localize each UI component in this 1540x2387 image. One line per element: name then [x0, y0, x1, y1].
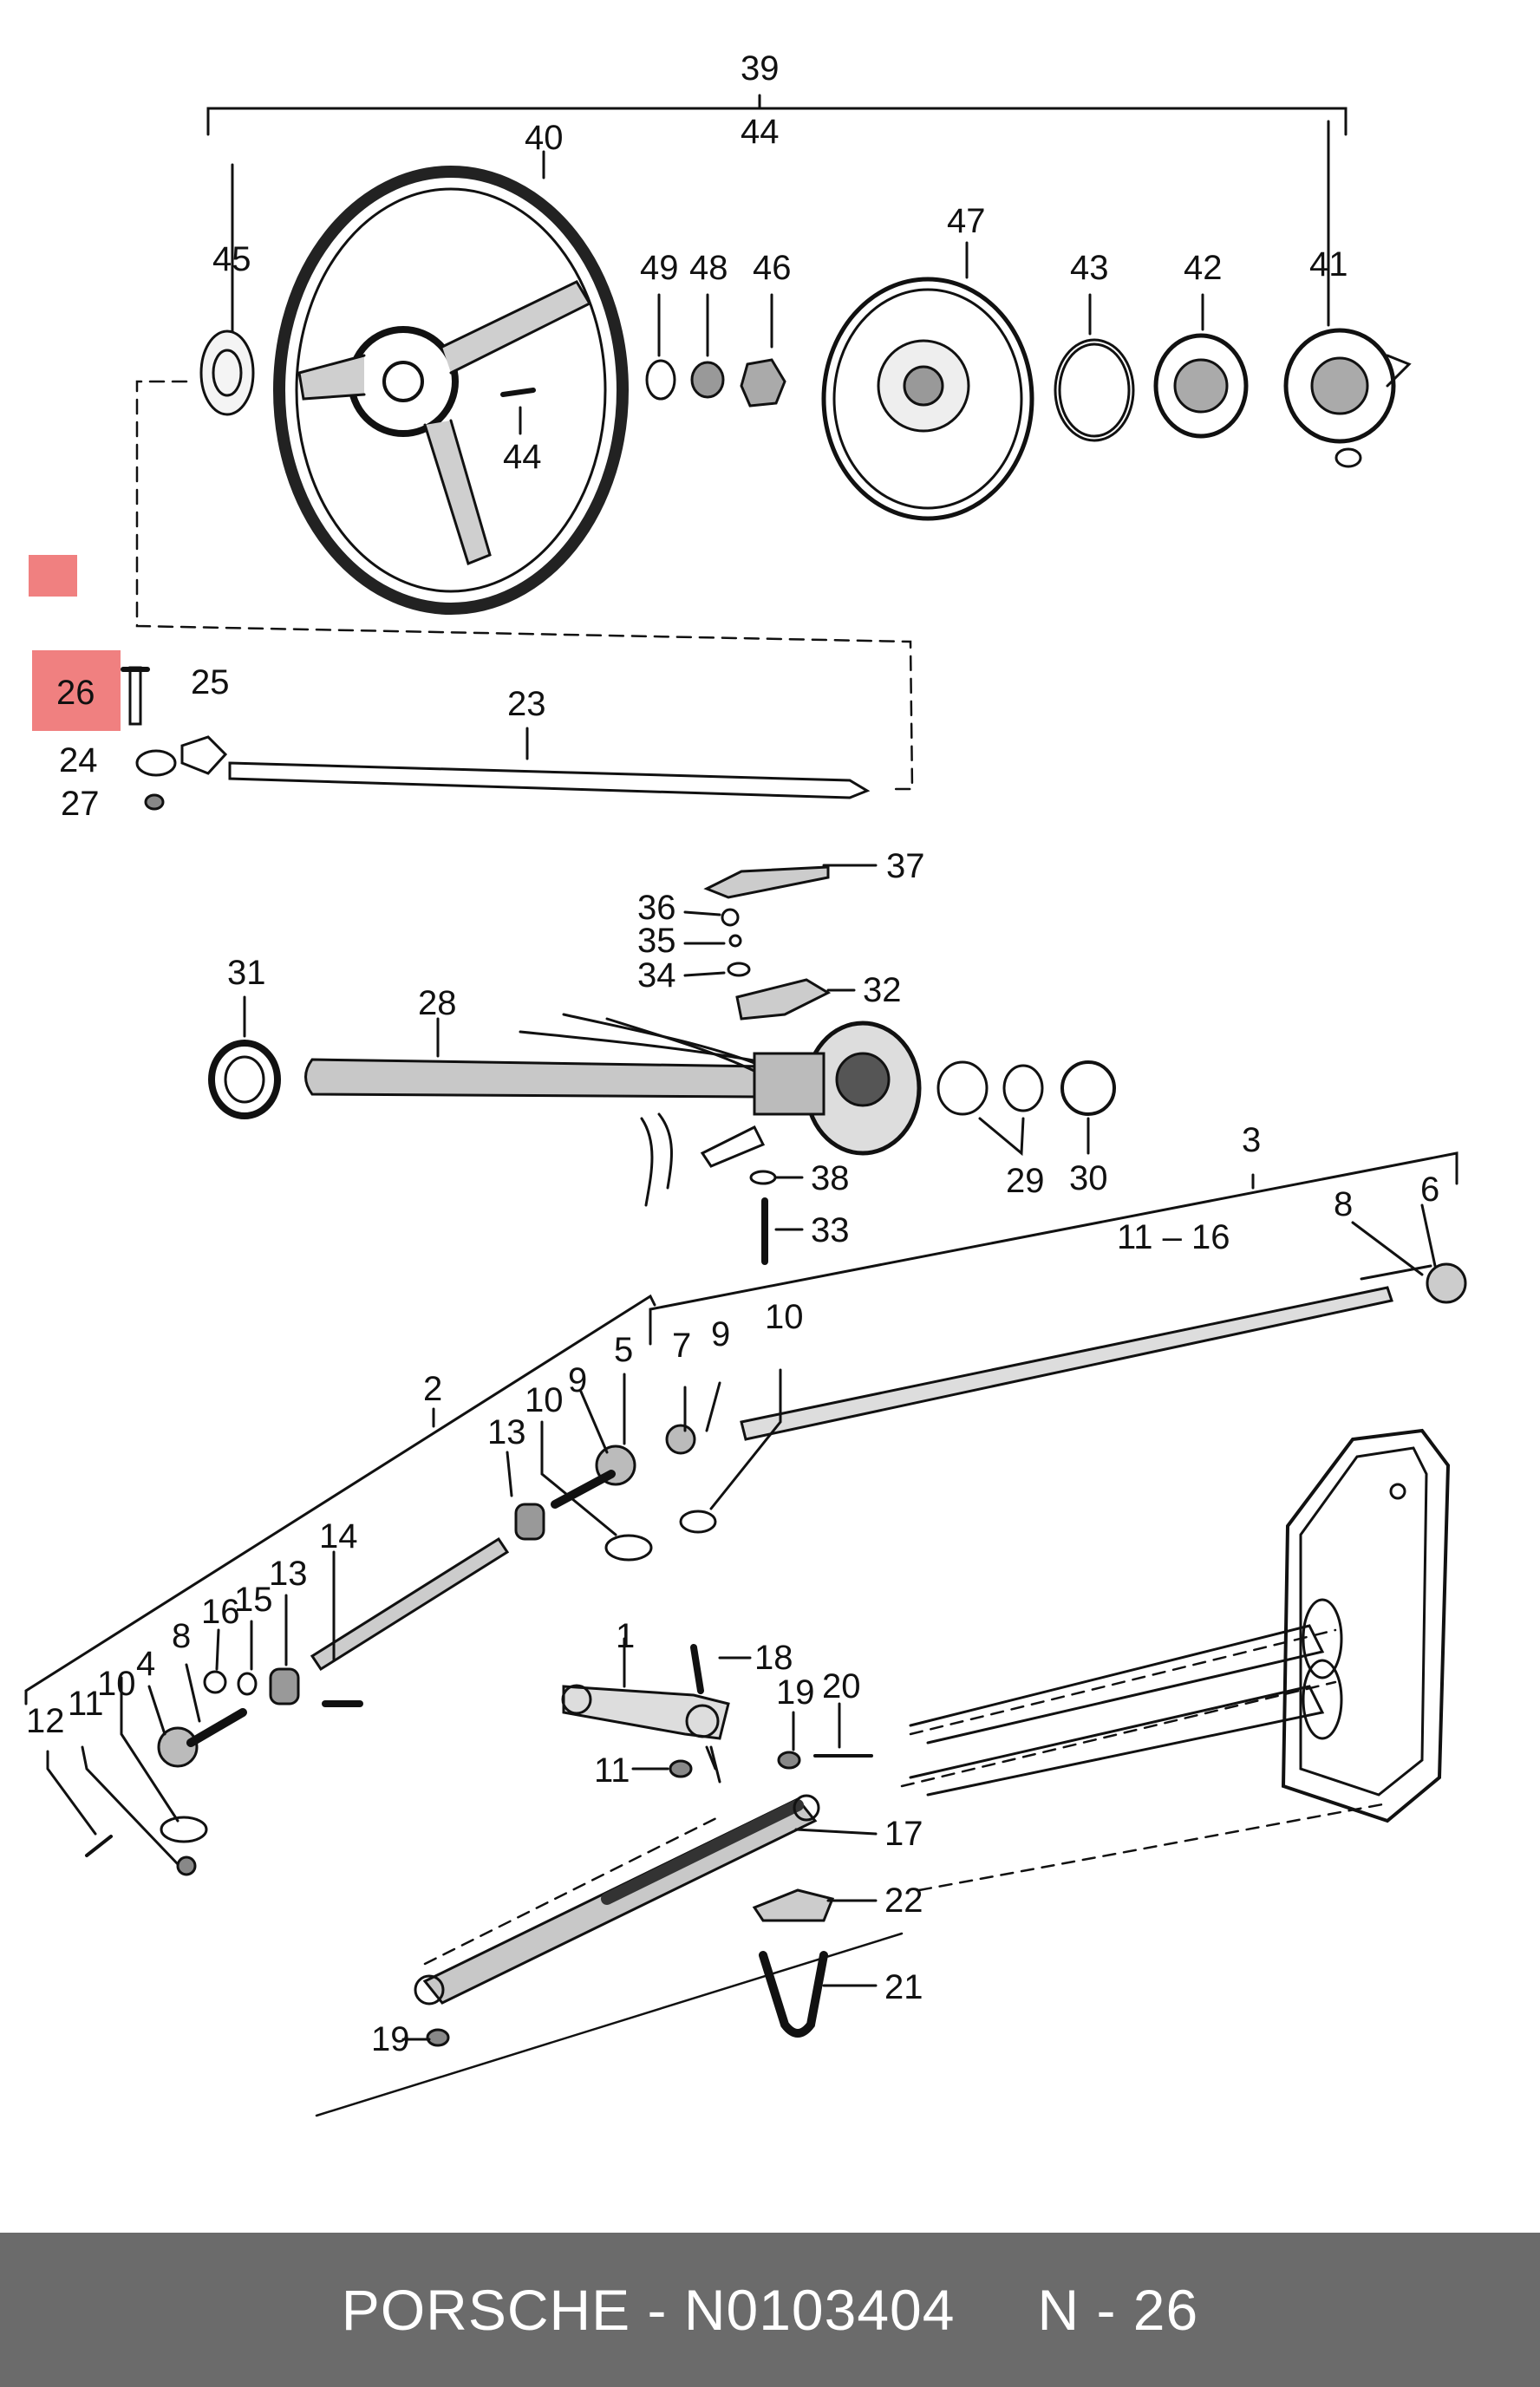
callout-20: 20	[822, 1667, 861, 1705]
footer-bar: PORSCHE - N0103404 N - 26	[0, 2233, 1540, 2387]
exploded-parts-diagram: 39 44 40 45 49 48 46 47 43 42 41 44 26 2…	[24, 49, 1467, 2117]
tie-rod-3	[740, 1286, 1393, 1441]
callout-13-left: 13	[269, 1555, 308, 1593]
callout-39: 39	[741, 49, 780, 88]
centre-rod-2	[310, 1536, 510, 1672]
callout-36: 36	[637, 889, 676, 927]
horn-ring	[821, 277, 1034, 521]
part-45-flange	[199, 329, 255, 416]
callout-23: 23	[507, 685, 546, 723]
callout-37: 37	[886, 847, 925, 885]
callout-45: 45	[212, 240, 251, 278]
callout-44-top: 44	[741, 113, 780, 151]
callout-3: 3	[1242, 1121, 1261, 1159]
callout-8-right: 8	[1334, 1185, 1353, 1223]
highlight-marker	[29, 555, 77, 597]
callout-32: 32	[863, 971, 902, 1009]
callout-44-pin: 44	[503, 438, 542, 476]
callout-35: 35	[637, 922, 676, 960]
page-reference: N - 26	[1037, 2278, 1199, 2342]
highlight-part-26	[32, 650, 121, 731]
callout-range-11-16: 11 – 16	[1117, 1218, 1230, 1256]
steering-wheel	[273, 150, 629, 615]
callout-10-right: 10	[765, 1298, 804, 1336]
callout-15: 15	[234, 1581, 273, 1619]
callout-30: 30	[1069, 1159, 1108, 1197]
callout-21: 21	[884, 1968, 923, 2006]
callout-38: 38	[811, 1159, 850, 1197]
callout-28: 28	[418, 984, 457, 1022]
callout-40: 40	[525, 119, 564, 157]
callout-41: 41	[1309, 245, 1348, 284]
callout-14: 14	[319, 1517, 358, 1555]
callout-49: 49	[640, 249, 679, 287]
callout-10-mid: 10	[525, 1381, 564, 1419]
callout-25: 25	[191, 663, 230, 701]
part-number-title: PORSCHE - N0103404	[341, 2278, 956, 2342]
callout-18: 18	[754, 1639, 793, 1677]
steering-shaft-23	[228, 761, 871, 799]
callout-16: 16	[201, 1593, 240, 1631]
column-tube-28	[304, 1058, 765, 1099]
callout-11-mid: 11	[594, 1751, 630, 1790]
callout-4: 4	[136, 1645, 155, 1683]
callout-11-left: 11	[68, 1685, 104, 1723]
callout-22: 22	[884, 1882, 923, 1920]
callout-33: 33	[811, 1211, 850, 1249]
callout-10-left: 10	[97, 1665, 136, 1703]
callout-2: 2	[423, 1370, 442, 1408]
callout-46: 46	[753, 249, 792, 287]
callout-8-left: 8	[172, 1617, 191, 1655]
callout-6: 6	[1420, 1171, 1439, 1209]
callout-42: 42	[1184, 249, 1223, 287]
callout-9-mid: 9	[568, 1361, 587, 1399]
callout-47: 47	[947, 202, 986, 240]
callout-17: 17	[884, 1815, 923, 1853]
callout-13-mid: 13	[487, 1413, 526, 1451]
callout-9-right: 9	[711, 1315, 730, 1353]
callout-43: 43	[1070, 249, 1109, 287]
callout-26: 26	[56, 674, 95, 712]
callout-12: 12	[26, 1702, 65, 1740]
callout-1: 1	[616, 1617, 635, 1655]
callout-31: 31	[227, 954, 266, 992]
callout-48: 48	[689, 249, 728, 287]
callout-24: 24	[59, 741, 98, 779]
bracket-39	[206, 107, 1348, 136]
callout-27: 27	[61, 785, 100, 823]
callout-7: 7	[672, 1327, 691, 1365]
callout-29: 29	[1006, 1162, 1045, 1200]
callout-5: 5	[614, 1331, 633, 1369]
callout-34: 34	[637, 956, 676, 995]
body-bracket	[1281, 1428, 1451, 1823]
callout-19-bottom: 19	[371, 2020, 410, 2058]
callout-19-top: 19	[776, 1673, 815, 1712]
